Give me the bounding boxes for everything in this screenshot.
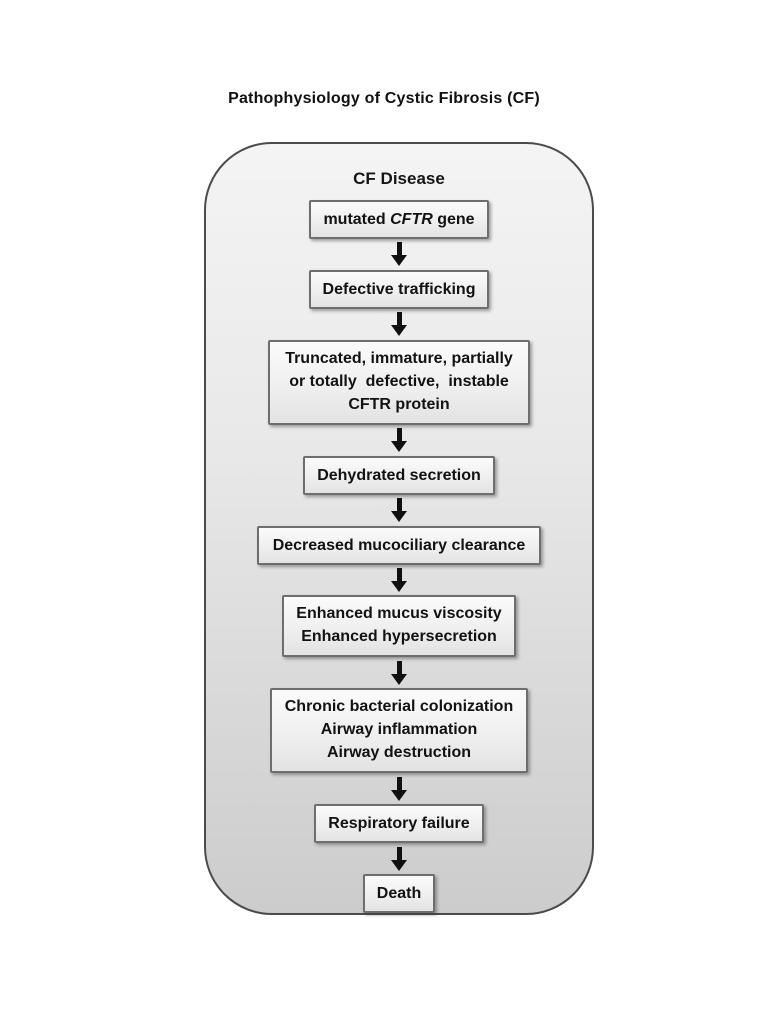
node-enhanced-mucus: Enhanced mucus viscosity Enhanced hypers…: [282, 595, 516, 658]
node-text: Enhanced mucus viscosity: [296, 605, 502, 623]
node-chronic-bacterial-colonization: Chronic bacterial colonization Airway in…: [270, 688, 528, 774]
arrow-stem: [396, 660, 402, 674]
down-arrow-icon: [391, 309, 407, 340]
node-decreased-mucociliary-clearance: Decreased mucociliary clearance: [257, 525, 541, 565]
down-arrow-icon: [391, 657, 407, 688]
down-arrow-icon: [391, 239, 407, 270]
down-arrow-icon: [391, 495, 407, 526]
down-arrow-icon: [391, 425, 407, 456]
node-defective-trafficking: Defective trafficking: [308, 269, 490, 309]
arrow-stem: [396, 242, 402, 256]
arrow-stem: [396, 312, 402, 326]
node-text: Dehydrated secretion: [317, 466, 481, 484]
arrow-head: [391, 325, 407, 337]
arrow-head: [391, 789, 407, 801]
down-arrow-icon: [391, 773, 407, 804]
arrow-stem: [396, 846, 402, 860]
arrow-head: [391, 255, 407, 267]
arrow-stem: [396, 776, 402, 790]
node-text: mutated: [323, 211, 391, 228]
down-arrow-icon: [391, 565, 407, 596]
node-death: Death: [362, 874, 436, 913]
node-text: gene: [432, 211, 475, 228]
node-text: CFTR protein: [348, 395, 450, 413]
node-respiratory-failure: Respiratory failure: [314, 804, 484, 844]
node-text: Respiratory failure: [328, 815, 470, 833]
node-text: Death: [376, 885, 422, 902]
node-text: Decreased mucociliary clearance: [272, 536, 526, 554]
flowchart-panel: CF Disease mutated CFTR gene Defective t…: [204, 142, 594, 915]
node-text: Defective trafficking: [322, 280, 476, 298]
arrow-head: [391, 580, 407, 592]
node-defective-cftr-protein: Truncated, immature, partially or totall…: [268, 339, 530, 425]
node-text: Chronic bacterial colonization: [284, 698, 514, 716]
node-text: Truncated, immature, partially: [285, 349, 513, 367]
arrow-head: [391, 673, 407, 685]
node-dehydrated-secretion: Dehydrated secretion: [303, 455, 495, 495]
arrow-head: [391, 859, 407, 871]
node-text: Airway inflammation: [320, 721, 478, 739]
page-title: Pathophysiology of Cystic Fibrosis (CF): [228, 90, 540, 107]
arrow-stem: [396, 428, 402, 442]
arrow-head: [391, 511, 407, 523]
arrow-head: [391, 441, 407, 453]
node-text: Enhanced hypersecretion: [301, 628, 497, 646]
diagram-header: CF Disease: [353, 169, 445, 188]
node-mutated-cftr-gene: mutated CFTR gene: [309, 200, 489, 239]
arrow-stem: [396, 498, 402, 512]
node-text: Airway destruction: [326, 744, 472, 762]
gene-name-italic: CFTR: [390, 211, 433, 228]
down-arrow-icon: [391, 843, 407, 874]
arrow-stem: [396, 567, 402, 581]
node-text: or totally defective, instable: [289, 372, 509, 390]
